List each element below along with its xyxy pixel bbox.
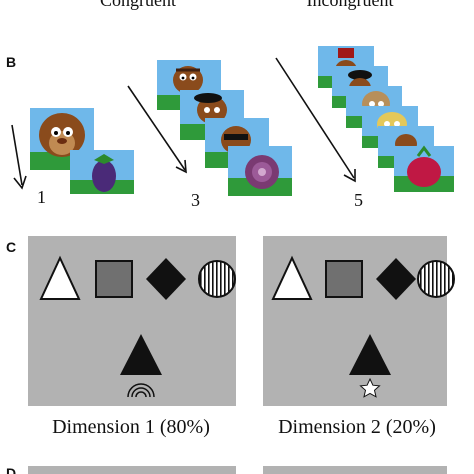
panel-c-right — [263, 236, 455, 406]
diamond-option-icon — [146, 258, 186, 300]
card-stack-3 — [157, 60, 292, 196]
panel-c-left — [28, 236, 236, 406]
card-stack-1 — [30, 108, 134, 194]
arrow-1-head — [13, 175, 27, 190]
rainbow-icon — [127, 383, 155, 398]
target-triangle-icon — [120, 334, 162, 375]
striped-circle-option-icon — [198, 260, 236, 298]
arrow-2 — [127, 85, 186, 171]
striped-circle-option-icon — [417, 260, 455, 298]
card-cabbage — [228, 146, 292, 196]
arrow-2-head — [175, 159, 187, 174]
dimension-2-caption: Dimension 2 (20%) — [278, 416, 436, 438]
square-option-icon — [325, 260, 363, 298]
count-1: 1 — [37, 187, 46, 207]
star-icon — [359, 377, 381, 398]
congruent-label: Congruent — [100, 0, 176, 10]
card-beet — [394, 145, 454, 192]
panel-c-label: C — [6, 239, 16, 255]
arrow-3-head — [343, 169, 356, 183]
square-option-icon — [95, 260, 133, 298]
card-eggplant — [70, 150, 134, 194]
rainbow-icon-arc-2 — [131, 387, 151, 398]
count-3: 3 — [191, 190, 200, 210]
count-5: 5 — [354, 190, 363, 210]
arrow-1 — [11, 124, 23, 186]
panel-b-label: B — [6, 54, 16, 70]
card-stack-5 — [318, 46, 454, 192]
incongruent-label: Incongruent — [307, 0, 394, 10]
diamond-option-icon — [376, 258, 416, 300]
panel-d-right — [263, 466, 447, 474]
target-triangle-icon — [349, 334, 391, 375]
card-potato-head — [30, 108, 94, 170]
dimension-1-caption: Dimension 1 (80%) — [52, 416, 210, 438]
panel-d-label: D — [6, 465, 16, 474]
arrow-3 — [275, 57, 355, 179]
triangle-option-icon — [39, 255, 81, 300]
panel-d-left — [28, 466, 236, 474]
triangle-option-icon — [271, 255, 313, 300]
rainbow-icon-arc-3 — [135, 391, 147, 398]
